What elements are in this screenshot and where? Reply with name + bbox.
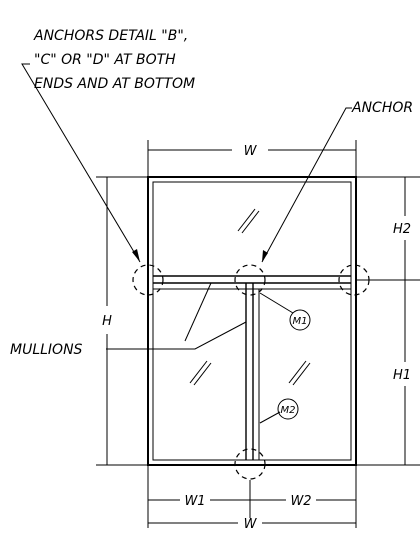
anchors-note: ANCHORS DETAIL "B", "C" OR "D" AT BOTH E… bbox=[33, 28, 195, 92]
glass-hatch-top-a bbox=[237, 208, 256, 232]
dimension-height-total: H bbox=[96, 176, 148, 466]
mullions-label: MULLIONS bbox=[10, 342, 83, 358]
mullions-leader-vertical bbox=[106, 321, 247, 350]
anchor-leader bbox=[261, 107, 352, 263]
top-w-label: W bbox=[244, 144, 258, 159]
anchor-label: ANCHOR bbox=[351, 100, 413, 116]
m2-tag-circle bbox=[277, 398, 299, 420]
dimension-width-top: W bbox=[147, 140, 357, 177]
w2-label: W2 bbox=[290, 494, 311, 509]
glass-hatch-top-b bbox=[241, 210, 260, 234]
m1-tag-text: M1 bbox=[293, 316, 308, 327]
glass-hatch-left-b bbox=[193, 362, 212, 386]
leader-lines bbox=[21, 63, 352, 350]
anchors-note-leader bbox=[21, 63, 141, 263]
anchor-circle-center bbox=[234, 264, 266, 296]
window-frame bbox=[147, 176, 357, 466]
m1-leader bbox=[259, 292, 294, 314]
h1-label: H1 bbox=[393, 368, 411, 383]
glass-hatch-marks bbox=[189, 208, 311, 386]
anchors-note-line-2: "C" OR "D" AT BOTH bbox=[34, 52, 176, 68]
vertical-mullion bbox=[245, 283, 260, 460]
mullions-leader-horizontal bbox=[184, 282, 212, 342]
glass-hatch-right-a bbox=[288, 360, 307, 384]
m1-tag-circle bbox=[289, 309, 311, 331]
leader-arrow-left bbox=[132, 249, 140, 262]
mullion-tag-m2: M2 bbox=[259, 398, 299, 424]
mullion-tag-m1: M1 bbox=[259, 292, 311, 331]
h-label: H bbox=[102, 314, 112, 329]
dimension-widths-bottom: W1 W2 W bbox=[147, 465, 357, 532]
m2-leader bbox=[259, 411, 281, 424]
frame-inner bbox=[152, 181, 352, 461]
anchors-note-line-1: ANCHORS DETAIL "B", bbox=[33, 28, 188, 44]
glass-hatch-right-b bbox=[292, 362, 311, 386]
anchors-note-line-3: ENDS AND AT BOTTOM bbox=[34, 76, 195, 92]
w1-label: W1 bbox=[184, 494, 205, 509]
m2-tag-text: M2 bbox=[281, 405, 296, 416]
anchor-circles bbox=[132, 264, 370, 480]
h2-label: H2 bbox=[393, 222, 411, 237]
bottom-w-label: W bbox=[244, 517, 258, 532]
horizontal-mullion bbox=[153, 275, 351, 290]
leader-arrow-center bbox=[262, 250, 268, 262]
anchor-circle-bottom bbox=[234, 448, 266, 480]
glass-hatch-left-a bbox=[189, 360, 208, 384]
dimension-heights-right: H2 H1 bbox=[356, 176, 420, 466]
frame-outer bbox=[147, 176, 357, 466]
anchor-circle-left bbox=[132, 264, 164, 296]
